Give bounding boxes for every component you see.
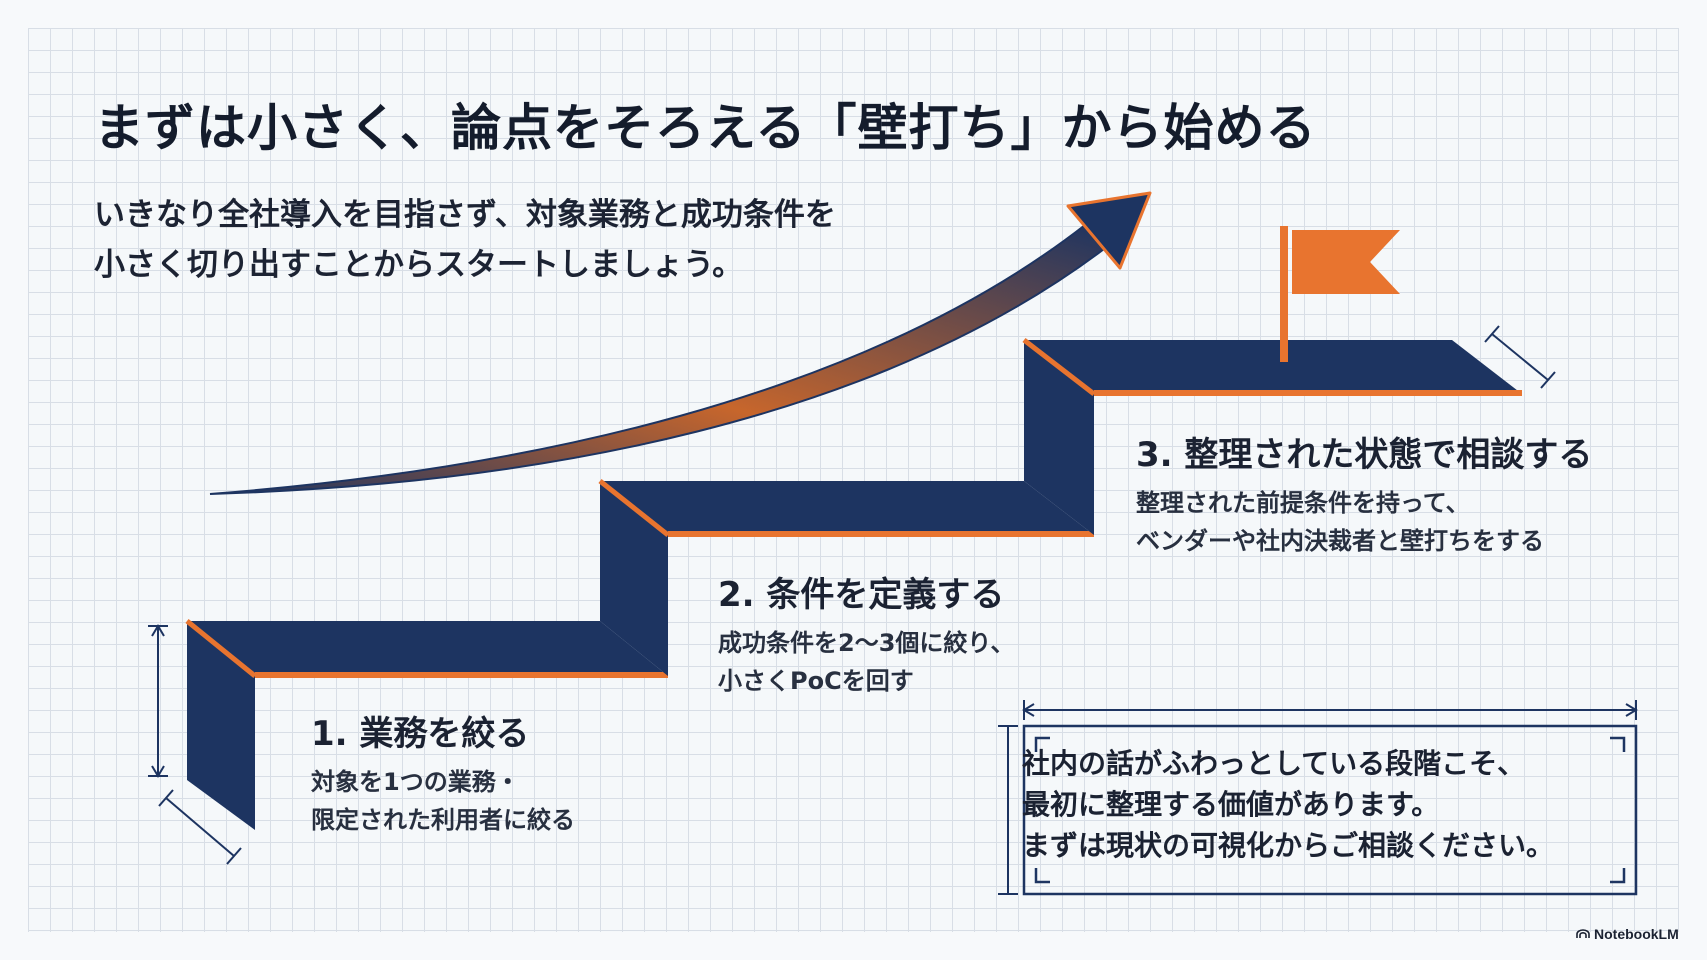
step-3-desc-line-1: 整理された前提条件を持って、 [1136, 489, 1470, 517]
step-1-title: 1. 業務を絞る [311, 714, 530, 754]
step-3-desc-line-2: ベンダーや社内決裁者と壁打ちをする [1136, 527, 1544, 555]
step-1-desc-line-1: 対象を1つの業務・ [311, 768, 520, 796]
brand-name: NotebookLM [1594, 926, 1679, 942]
stair-step-1 [185, 619, 668, 830]
callout-line-3: まずは現状の可視化からご相談ください。 [1022, 829, 1555, 862]
step-3-title: 3. 整理された状態で相談する [1136, 435, 1593, 475]
notebooklm-logo-icon [1576, 926, 1590, 942]
dimension-markers [148, 325, 1638, 895]
growth-arrow [209, 191, 1152, 495]
stair-step-2 [598, 479, 1094, 676]
page-title: まずは小さく、論点をそろえる「壁打ち」から始める [94, 99, 1317, 157]
callout-text: 社内の話がふわっとしている段階こそ、 最初に整理する価値があります。 まずは現状… [1022, 743, 1622, 866]
callout-line-2: 最初に整理する価値があります。 [1022, 788, 1440, 821]
step-2-desc-line-2: 小さくPoCを回す [718, 667, 914, 695]
goal-flag-icon [1280, 226, 1400, 362]
step-2-desc: 成功条件を2〜3個に絞り、 小さくPoCを回す [718, 624, 1014, 700]
stair-step-3 [1022, 338, 1522, 535]
subtitle: いきなり全社導入を目指さず、対象業務と成功条件を 小さく切り出すことからスタート… [94, 190, 994, 290]
brand-watermark: NotebookLM [1576, 926, 1679, 942]
callout-line-1: 社内の話がふわっとしている段階こそ、 [1022, 747, 1526, 780]
step-1-desc: 対象を1つの業務・ 限定された利用者に絞る [311, 763, 575, 839]
step-2-desc-line-1: 成功条件を2〜3個に絞り、 [718, 629, 1015, 657]
subtitle-line-1: いきなり全社導入を目指さず、対象業務と成功条件を [94, 197, 836, 233]
subtitle-line-2: 小さく切り出すことからスタートしましょう。 [94, 247, 744, 283]
callout-frame [1022, 724, 1638, 896]
step-2-title: 2. 条件を定義する [718, 575, 1005, 615]
step-3-desc: 整理された前提条件を持って、 ベンダーや社内決裁者と壁打ちをする [1136, 484, 1544, 560]
step-1-desc-line-2: 限定された利用者に絞る [311, 806, 575, 834]
